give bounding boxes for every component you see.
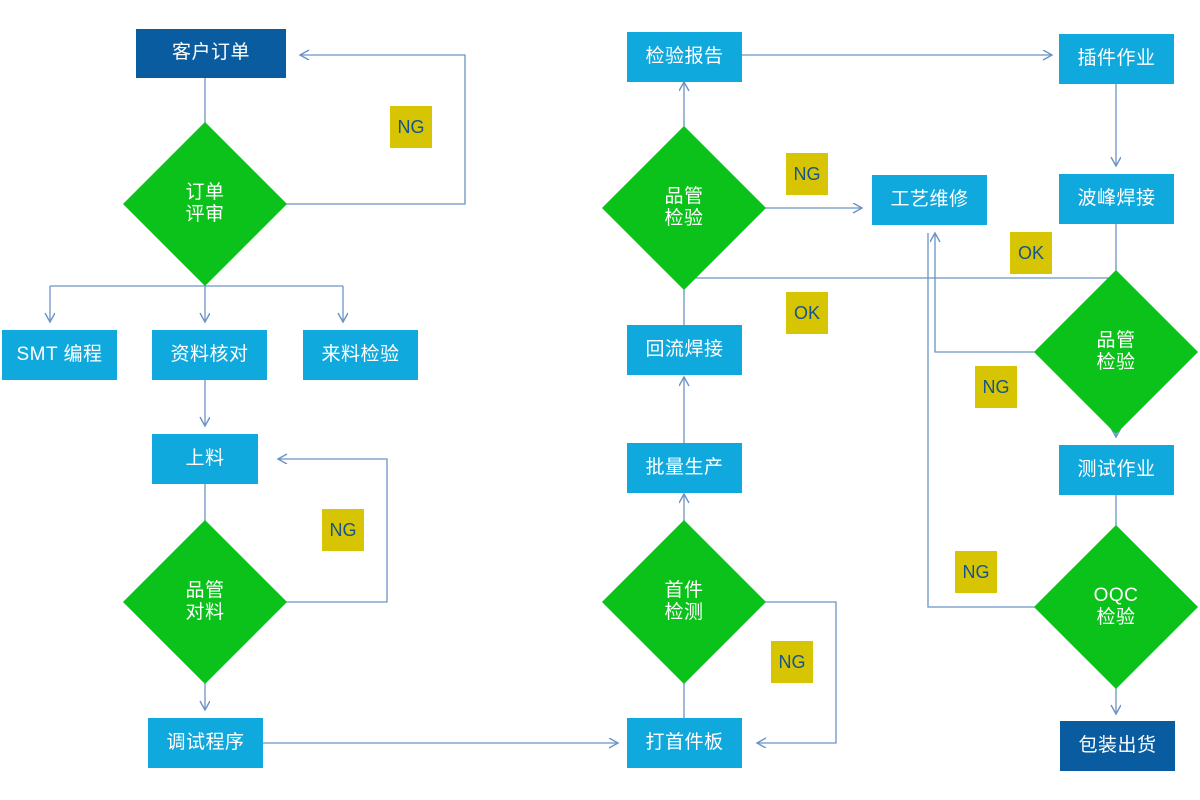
edge-fat-ng-loop [744,601,837,743]
badge-ng-order-review: NG [390,106,432,148]
edge-review-ng-loop [265,55,466,205]
node-oqc-inspection[interactable]: OQC 检验 [1033,524,1199,690]
badge-label: NG [329,519,357,540]
node-data-verification[interactable]: 资料核对 [152,330,267,380]
badge-ng-qc-left: NG [786,153,828,195]
node-label: 客户订单 [171,42,250,64]
node-material-loading[interactable]: 上料 [152,434,258,484]
badge-label: NG [793,163,821,184]
node-label: 品管 对料 [185,579,225,623]
node-smt-programming[interactable]: SMT 编程 [2,330,117,380]
badge-label: OK [793,302,820,323]
node-qc-inspection-right[interactable]: 品管 检验 [1033,269,1199,435]
node-label: 来料检验 [321,343,400,365]
node-packaging-shipment[interactable]: 包装出货 [1060,721,1175,771]
node-label: 打首件板 [645,731,724,753]
node-label: 上料 [185,447,225,469]
node-qc-inspection-left[interactable]: 品管 检验 [601,125,767,291]
node-test-operation[interactable]: 测试作业 [1059,445,1174,495]
node-label: 调试程序 [166,731,245,753]
node-label: 品管 检验 [664,185,704,229]
node-first-article-board[interactable]: 打首件板 [627,718,742,768]
node-mass-production[interactable]: 批量生产 [627,443,742,493]
node-label: OQC 检验 [1093,584,1139,628]
node-first-article-test[interactable]: 首件 检测 [601,519,767,685]
node-label: 回流焊接 [645,338,724,360]
node-label: 批量生产 [645,456,724,478]
node-label: 资料核对 [170,343,249,365]
badge-ng-qc-material: NG [322,509,364,551]
node-qc-material-check[interactable]: 品管 对料 [122,519,288,685]
node-label: 检验报告 [645,45,724,67]
node-inspection-report[interactable]: 检验报告 [627,32,742,82]
node-reflow-soldering[interactable]: 回流焊接 [627,325,742,375]
node-wave-soldering[interactable]: 波峰焊接 [1059,174,1174,224]
badge-label: NG [962,561,990,582]
badge-label: NG [778,651,806,672]
badge-ng-oqc: NG [955,551,997,593]
node-label: 波峰焊接 [1077,187,1156,209]
node-customer-order[interactable]: 客户订单 [136,29,286,78]
badge-label: NG [982,376,1010,397]
node-order-review[interactable]: 订单 评审 [122,121,288,287]
node-label: 品管 检验 [1096,329,1136,373]
node-label: SMT 编程 [16,343,103,365]
node-debug-program[interactable]: 调试程序 [148,718,263,768]
badge-ng-qc-right: NG [975,366,1017,408]
node-incoming-inspection[interactable]: 来料检验 [303,330,418,380]
badge-label: OK [1017,242,1044,263]
node-label: 插件作业 [1077,47,1156,69]
edge-qcright-ng-to-repair [935,233,1050,353]
node-label: 测试作业 [1077,458,1156,480]
node-label: 工艺维修 [890,188,969,210]
node-label: 订单 评审 [185,181,225,225]
badge-ng-first-article: NG [771,641,813,683]
badge-ok-qc-right: OK [1010,232,1052,274]
node-label: 首件 检测 [664,579,704,623]
badge-ok-qc-left: OK [786,292,828,334]
node-insertion-operation[interactable]: 插件作业 [1059,34,1174,84]
badge-label: NG [397,116,425,137]
node-label: 包装出货 [1078,734,1157,756]
node-process-repair[interactable]: 工艺维修 [872,175,987,225]
edge-oqc-ng-to-repair [927,233,1050,608]
edge-qcmat-ng-loop [265,459,388,603]
